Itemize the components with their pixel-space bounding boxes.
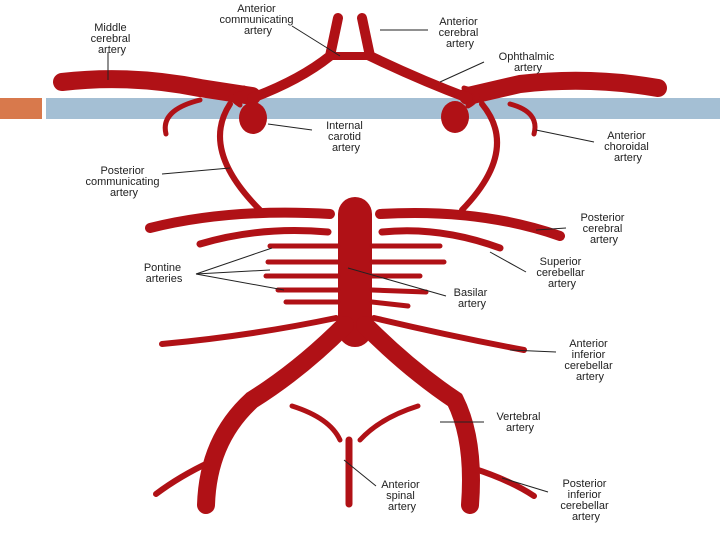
label-internal-carotid-artery: Internal carotid artery	[326, 120, 366, 154]
label-posterior-communicating-artery: Posterior communicating artery	[85, 165, 162, 199]
right-ophthalmic-artery	[461, 85, 480, 109]
right-anterior-spinal-root	[357, 403, 421, 443]
labels: Anterior communicating artery Middle cer…	[85, 3, 652, 523]
left-anterior-spinal-root	[289, 403, 343, 443]
pontine-branch	[369, 299, 411, 309]
left-posterior-communicating-artery	[217, 101, 263, 213]
leader-anterior-communicating	[291, 25, 341, 57]
left-anterior-choroidal-artery	[162, 97, 203, 137]
label-anterior-spinal-artery: Anterior spinal artery	[381, 479, 423, 513]
leader-posterior-communicating	[161, 167, 231, 175]
leader-anterior-choroidal	[535, 129, 595, 143]
right-posterior-inferior-cerebellar-artery	[469, 465, 537, 499]
label-ophthalmic-artery: Ophthalmic artery	[499, 51, 558, 74]
slide-title-band	[46, 98, 720, 119]
label-anterior-cerebral-artery: Anterior cerebral artery	[439, 16, 482, 50]
label-pontine-arteries: Pontine arteries	[144, 262, 184, 285]
label-middle-cerebral-artery: Middle cerebral artery	[91, 22, 134, 56]
right-vertebral-artery	[356, 316, 480, 514]
left-posterior-cerebral-artery	[145, 207, 335, 233]
arteries	[53, 13, 667, 514]
right-superior-cerebellar-artery	[378, 227, 504, 252]
left-posterior-inferior-cerebellar-artery	[153, 459, 213, 497]
leader-pontine-1	[195, 247, 273, 275]
leader-anterior-spinal	[343, 459, 377, 487]
right-posterior-communicating-artery	[459, 101, 500, 213]
pontine-branch	[369, 287, 429, 295]
leader-anterior-inferior-cerebellar	[509, 349, 557, 353]
right-internal-carotid-artery	[441, 101, 469, 133]
leader-posterior-cerebral	[535, 227, 567, 231]
label-posterior-cerebral-artery: Posterior cerebral artery	[580, 212, 627, 246]
left-internal-carotid-artery	[239, 102, 267, 134]
leader-basilar	[347, 267, 447, 297]
slide-accent-bar	[0, 98, 42, 119]
leader-pontine-2	[195, 269, 271, 275]
label-posterior-inferior-cerebellar-artery: Posterior inferior cerebellar artery	[560, 478, 611, 523]
label-basilar-artery: Basilar artery	[454, 287, 491, 310]
left-middle-cerebral-artery	[53, 70, 261, 105]
left-ophthalmic-artery	[228, 85, 247, 108]
leader-posterior-inferior-cerebellar	[501, 477, 549, 493]
label-vertebral-artery: Vertebral artery	[496, 411, 543, 434]
label-anterior-communicating-artery: Anterior communicating artery	[219, 3, 296, 37]
left-anterior-inferior-cerebellar-artery	[159, 315, 339, 347]
label-anterior-inferior-cerebellar-artery: Anterior inferior cerebellar artery	[564, 338, 615, 383]
leader-pontine-3	[195, 273, 285, 291]
label-superior-cerebellar-artery: Superior cerebellar artery	[536, 256, 587, 290]
leader-superior-cerebellar	[489, 251, 527, 273]
left-vertebral-artery	[197, 316, 354, 514]
left-superior-cerebellar-artery	[196, 227, 332, 248]
label-anterior-choroidal-artery: Anterior choroidal artery	[604, 130, 652, 164]
right-middle-cerebral-artery	[459, 71, 667, 105]
leader-lines	[107, 25, 595, 493]
leader-internal-carotid	[267, 123, 313, 131]
right-anterior-inferior-cerebellar-artery	[371, 315, 527, 353]
right-anterior-choroidal-artery	[507, 101, 538, 137]
leader-ophthalmic	[439, 61, 485, 83]
